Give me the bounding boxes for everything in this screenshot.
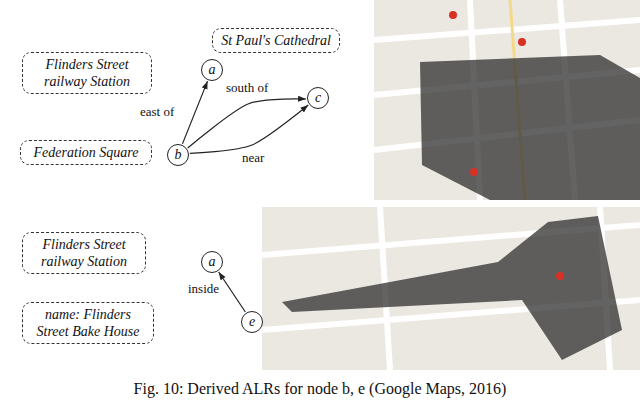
entity-label-box: name: Flinders Street Bake House (22, 302, 154, 344)
relation-label: near (240, 150, 266, 165)
entity-name: Flinders Street railway Station (44, 57, 130, 89)
alr-region (282, 216, 622, 360)
entity-label-box: Flinders Street railway Station (22, 52, 152, 94)
entity-name: Flinders Street railway Station (41, 237, 127, 269)
graph-node: a (201, 251, 223, 273)
map-pins (449, 11, 526, 176)
entity-label-box: Federation Square (20, 140, 152, 165)
relation-arrow (188, 99, 306, 148)
entity-name: name: Flinders Street Bake House (37, 307, 140, 339)
entity-label-box: Flinders Street railway Station (22, 232, 146, 274)
map-pin (556, 272, 564, 280)
entity-name: St Paul's Cathedral (221, 33, 331, 48)
node-letter: a (209, 62, 216, 77)
bottom-map (262, 207, 640, 370)
map-ground (262, 207, 640, 370)
node-letter: e (249, 314, 255, 329)
figure-caption: Fig. 10: Derived ALRs for node b, e (Goo… (0, 380, 640, 398)
streets (374, 0, 640, 200)
node-letter: c (315, 90, 321, 105)
top-map (374, 0, 640, 200)
alr-region (420, 55, 640, 200)
relation-label: south of (224, 80, 270, 95)
entity-name: Federation Square (34, 145, 139, 160)
graph-node: b (167, 144, 189, 166)
map-ground (374, 0, 640, 200)
relation-arrow (219, 272, 246, 312)
graph-node: c (307, 87, 329, 109)
graph-node: a (201, 59, 223, 81)
relation-label: inside (186, 281, 221, 296)
entity-label-box: St Paul's Cathedral (212, 28, 340, 53)
relation-label: east of (138, 104, 176, 119)
streets (262, 207, 640, 370)
graph-node: e (241, 311, 263, 333)
node-letter: a (209, 254, 216, 269)
relation-arrow (190, 105, 308, 153)
node-letter: b (175, 147, 182, 162)
